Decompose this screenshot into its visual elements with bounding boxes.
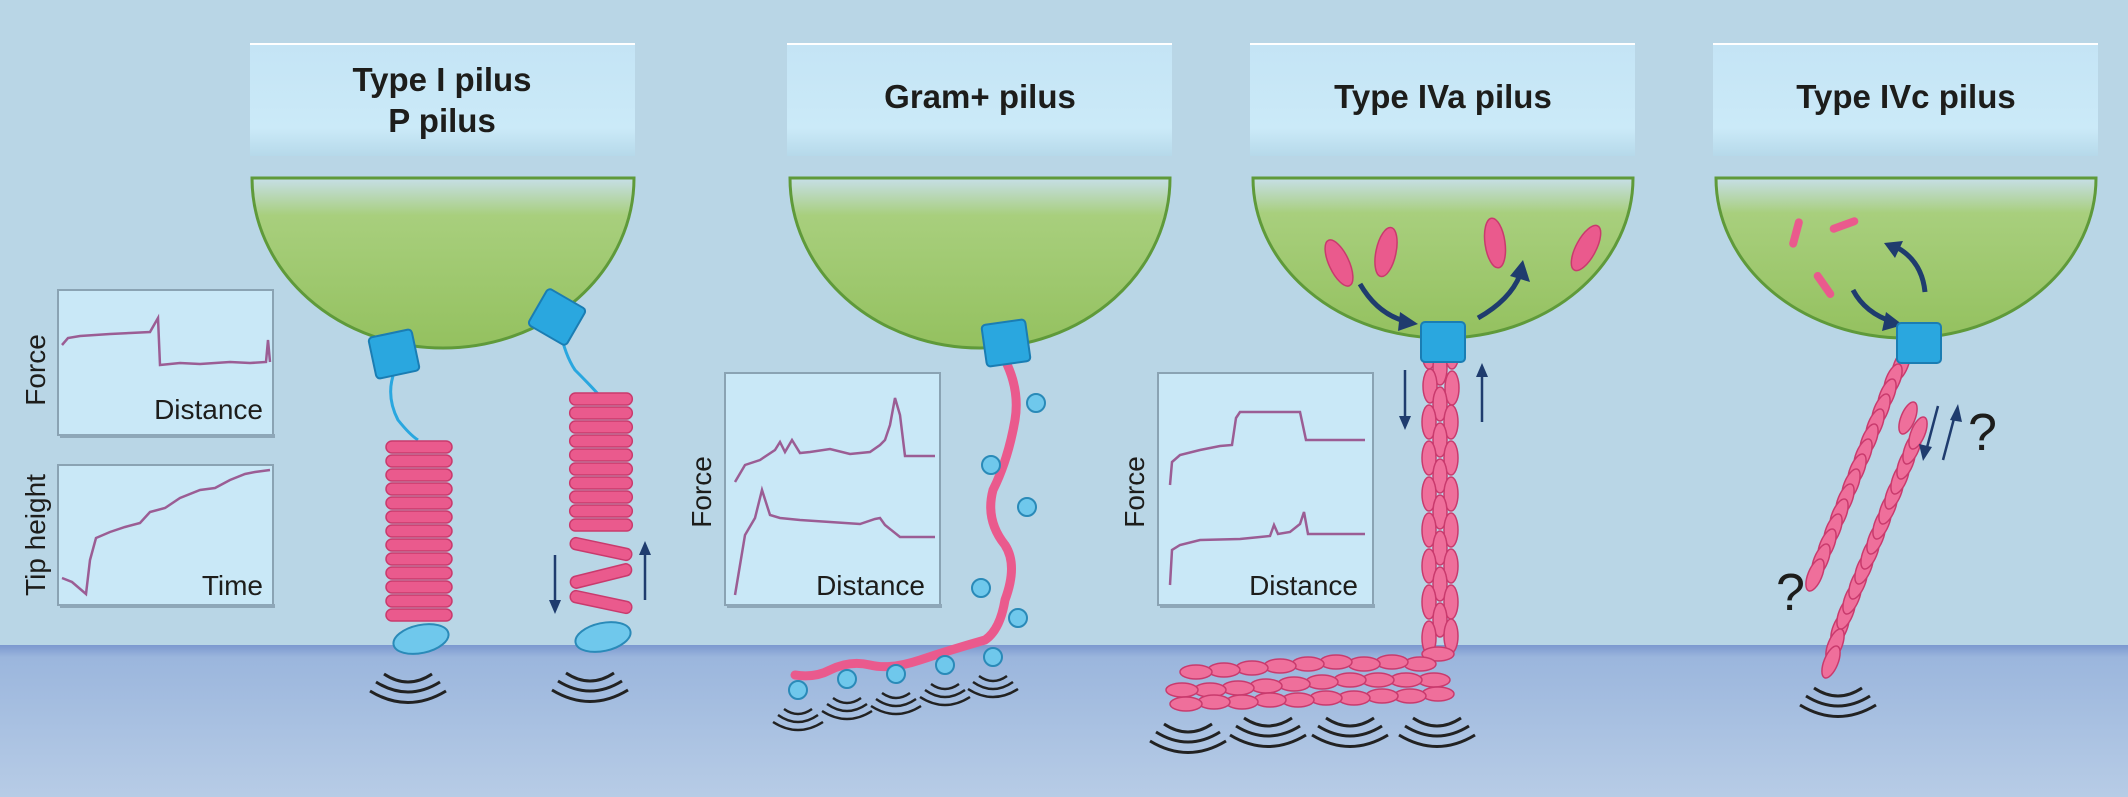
panel-title-gram: Gram+ pilus (884, 78, 1076, 115)
extension-retraction-arrows-type4c (1919, 404, 1962, 461)
graph-gram-force-xlabel: Distance (816, 570, 925, 601)
secretin-machine-type4c (1896, 322, 1942, 364)
p-pilus-uncoiling (549, 329, 651, 703)
stretch-arrows (549, 541, 651, 614)
graph-type1-force-ylabel: Force (20, 334, 51, 406)
adhesin-tip (392, 623, 450, 655)
sortase-anchor (980, 318, 1032, 368)
graph-type1-force: Force Distance (20, 289, 275, 438)
panel-title-type1-line2: P pilus (388, 102, 496, 139)
graph-gram-force-ylabel: Force (686, 456, 717, 528)
panel-header-type4a: Type IVa pilus (1250, 43, 1635, 156)
usher-machine (527, 288, 587, 346)
graph-type4a-force: Force Distance (1119, 372, 1375, 608)
panel-header-type1: Type I pilus P pilus (250, 43, 635, 156)
graph-type4a-force-xlabel: Distance (1249, 570, 1358, 601)
panel-title-type4a: Type IVa pilus (1334, 78, 1552, 115)
host-surface (0, 645, 2128, 797)
panel-header-gram: Gram+ pilus (787, 43, 1172, 156)
graph-type4a-force-ylabel: Force (1119, 456, 1150, 528)
panel-header-type4c: Type IVc pilus (1713, 43, 2098, 156)
panel-title-type1-line1: Type I pilus (352, 61, 531, 98)
pilin-pool-type4c (1789, 217, 1859, 299)
cycling-arrows (1357, 260, 1530, 331)
graph-type1-force-xlabel: Distance (154, 394, 263, 425)
panel-title-type4c: Type IVc pilus (1796, 78, 2015, 115)
usher-machine (367, 328, 421, 380)
graph-type1-tip-xlabel: Time (202, 570, 263, 601)
adhesin-tip (574, 621, 632, 653)
gram-pilus (771, 355, 1046, 732)
graph-gram-force: Force Distance (686, 372, 942, 608)
extension-retraction-arrows (1399, 363, 1488, 430)
graph-type1-tip-ylabel: Tip height (20, 474, 51, 596)
graph-type1-tip-height: Tip height Time (20, 464, 275, 608)
secretin-machine (1420, 321, 1466, 363)
pilin-pool (1324, 217, 1602, 287)
unknown-mark-1: ? (1968, 404, 1997, 462)
unknown-mark-2: ? (1776, 564, 1805, 622)
p-pilus-coiled (368, 369, 453, 704)
